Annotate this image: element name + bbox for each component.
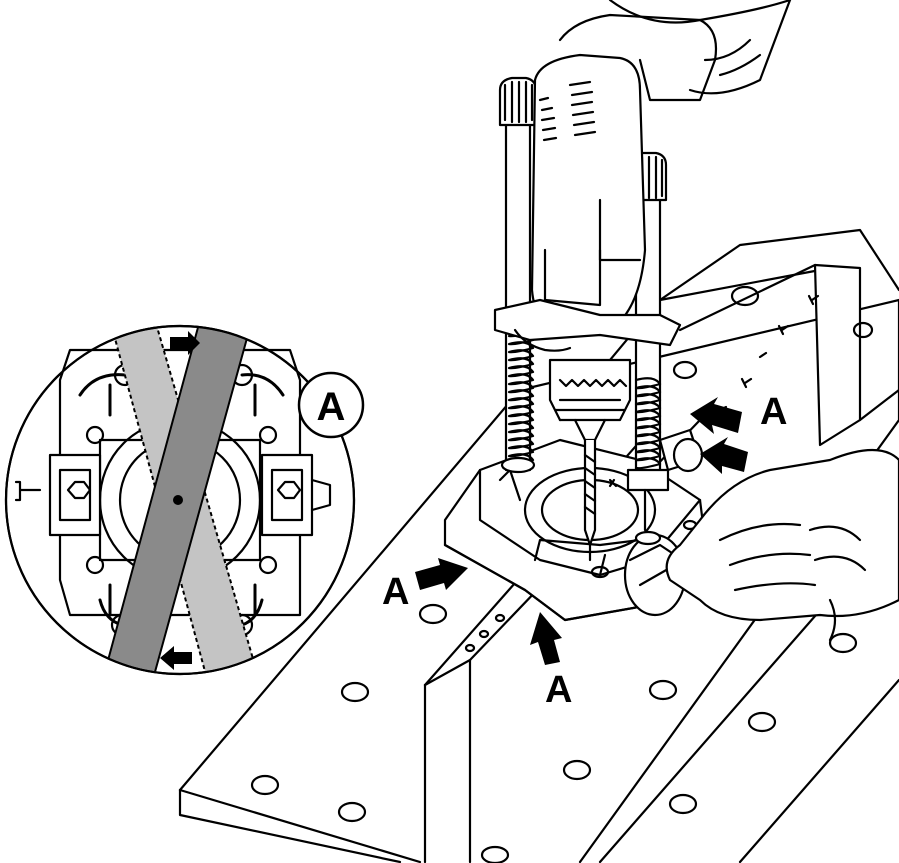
callout-label-base-bottom: A [545,669,572,711]
center-point [173,495,183,505]
left-column [500,78,536,472]
detail-label: A [317,385,346,429]
callout-label-base-left: A [382,571,409,613]
callout-label-upper-1: A [760,391,787,433]
